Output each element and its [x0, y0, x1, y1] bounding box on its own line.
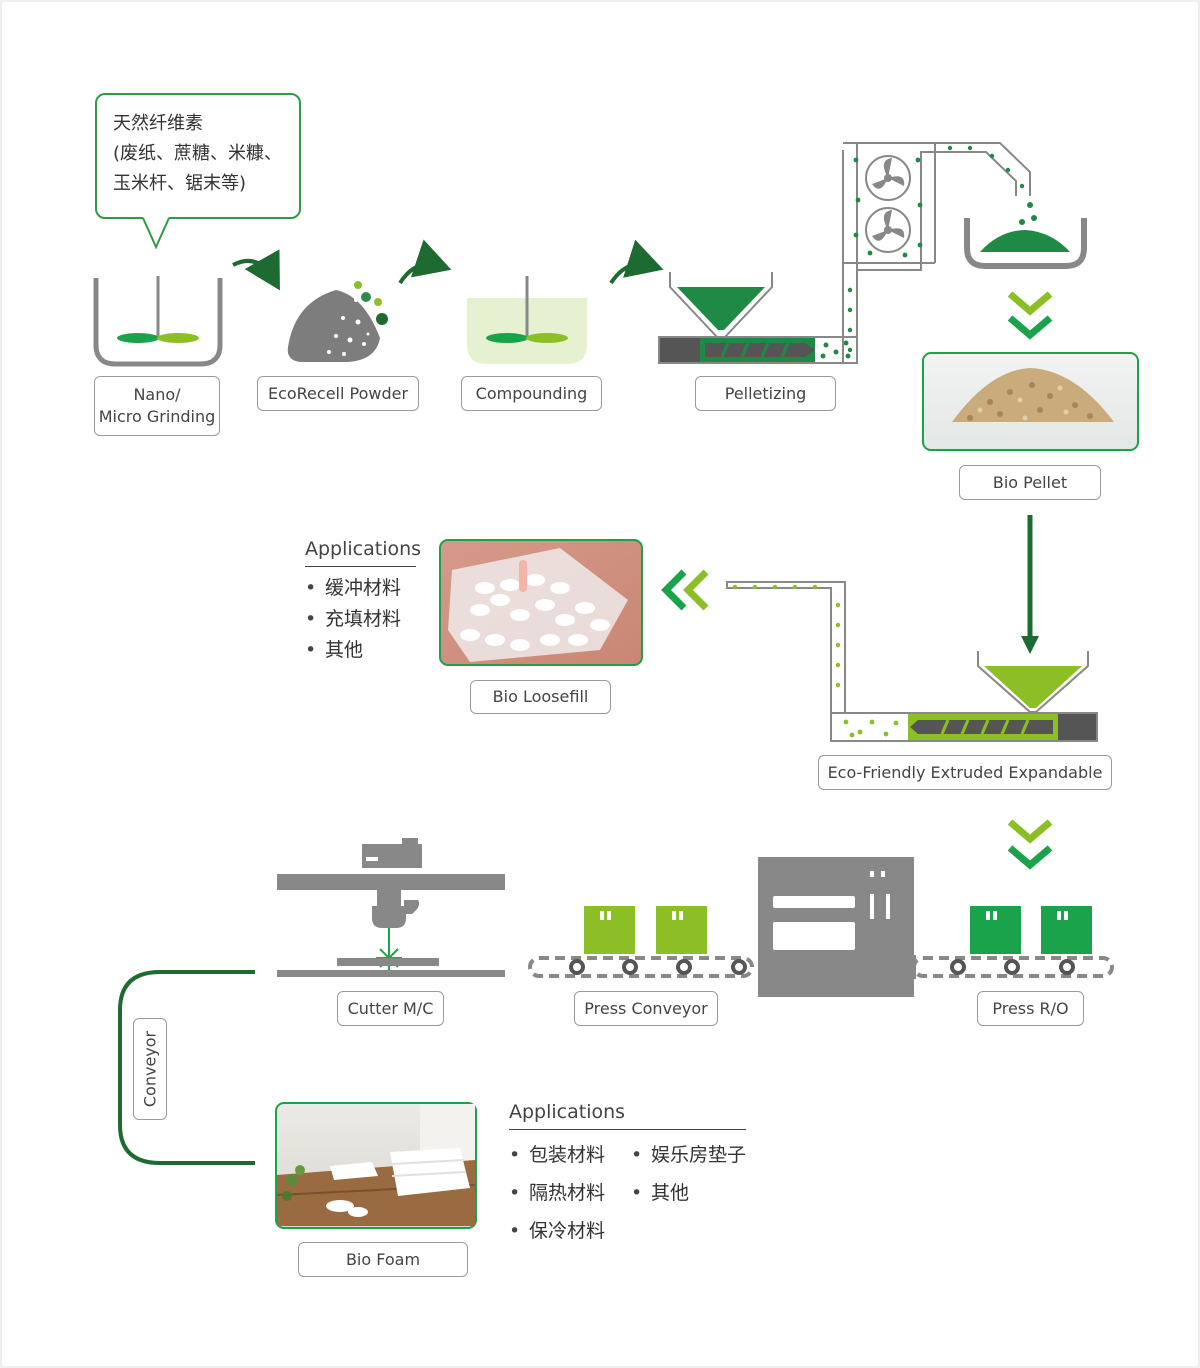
application-item: 隔热材料 — [509, 1174, 631, 1212]
box-green-1 — [970, 906, 1021, 954]
label-grinding: Nano/ Micro Grinding — [94, 376, 220, 436]
application-item: 缓冲材料 — [305, 573, 416, 604]
fan-icon-bottom — [865, 207, 911, 253]
label-conveyor: Conveyor — [133, 1018, 167, 1120]
application-item: 充填材料 — [305, 604, 416, 635]
flow-arrow-curved-2 — [398, 239, 452, 285]
label-powder: EcoRecell Powder — [257, 376, 419, 411]
label-press-conveyor: Press Conveyor — [574, 991, 718, 1026]
label-conveyor-text: Conveyor — [140, 1030, 160, 1108]
box-green-2 — [1041, 906, 1092, 954]
powder-pile-icon — [287, 281, 388, 362]
bio-loosefill-photo — [439, 539, 643, 666]
application-item: 其他 — [305, 635, 416, 666]
double-chevron-down-2 — [1007, 819, 1053, 870]
label-pelletizing: Pelletizing — [695, 376, 836, 411]
applications-foam-title: Applications — [509, 1101, 746, 1130]
flow-arrow-curved-3 — [609, 239, 664, 285]
applications-foam: Applications 包装材料 隔热材料 保冷材料 娱乐房垫子 其他 — [509, 1101, 746, 1250]
label-grinding-line-1: Nano/ — [133, 385, 181, 404]
application-item: 保冷材料 — [509, 1212, 631, 1250]
press-ro-conveyor-icon — [906, 906, 1114, 979]
application-item: 包装材料 — [509, 1136, 631, 1174]
application-item: 其他 — [631, 1174, 746, 1212]
raw-material-bubble: 天然纤维素 (废纸、蔗糖、米糠、 玉米杆、锯末等) — [95, 93, 301, 219]
bubble-tail — [142, 217, 170, 250]
pneumatic-duct-icon — [842, 142, 1031, 364]
press-machine-icon — [758, 857, 914, 997]
applications-loosefill: Applications 缓冲材料 充填材料 其他 — [305, 538, 421, 666]
collecting-bowl-icon — [964, 202, 1087, 269]
conveyor-bracket-line — [118, 970, 255, 1165]
bio-foam-photo — [275, 1102, 477, 1229]
compounding-vessel-icon — [467, 276, 587, 364]
label-press-ro: Press R/O — [977, 991, 1084, 1026]
applications-loosefill-list: 缓冲材料 充填材料 其他 — [305, 573, 416, 666]
label-bio-foam: Bio Foam — [298, 1242, 468, 1277]
extruder-machine-icon — [726, 581, 1098, 742]
bubble-line-2: (废纸、蔗糖、米糠、 — [113, 143, 283, 164]
application-item: 娱乐房垫子 — [631, 1136, 746, 1174]
label-cutter: Cutter M/C — [337, 991, 444, 1026]
label-loosefill: Bio Loosefill — [470, 680, 611, 714]
applications-loosefill-title: Applications — [305, 538, 421, 567]
label-compounding: Compounding — [461, 376, 602, 411]
box-lime-2 — [656, 906, 707, 954]
bio-pellet-photo — [922, 352, 1139, 451]
box-lime-1 — [584, 906, 635, 954]
fan-icon-top — [865, 155, 911, 201]
applications-foam-list-2: 娱乐房垫子 其他 — [631, 1136, 746, 1250]
label-extruded: Eco-Friendly Extruded Expandable — [818, 755, 1112, 790]
label-grinding-line-2: Micro Grinding — [98, 407, 216, 426]
double-chevron-down-1 — [1007, 291, 1053, 340]
bubble-line-3: 玉米杆、锯末等) — [113, 173, 247, 194]
pelletizing-machine-icon — [658, 272, 858, 364]
double-chevron-left — [661, 569, 709, 611]
flow-arrow-curved-1 — [232, 249, 280, 291]
grinding-vessel-icon — [93, 276, 223, 367]
bubble-line-1: 天然纤维素 — [113, 113, 203, 134]
label-bio-pellet: Bio Pellet — [959, 465, 1101, 500]
applications-foam-list-1: 包装材料 隔热材料 保冷材料 — [509, 1136, 631, 1250]
cutter-machine-icon — [277, 838, 505, 977]
flow-arrow-down — [1021, 515, 1039, 654]
press-conveyor-icon — [528, 906, 754, 978]
